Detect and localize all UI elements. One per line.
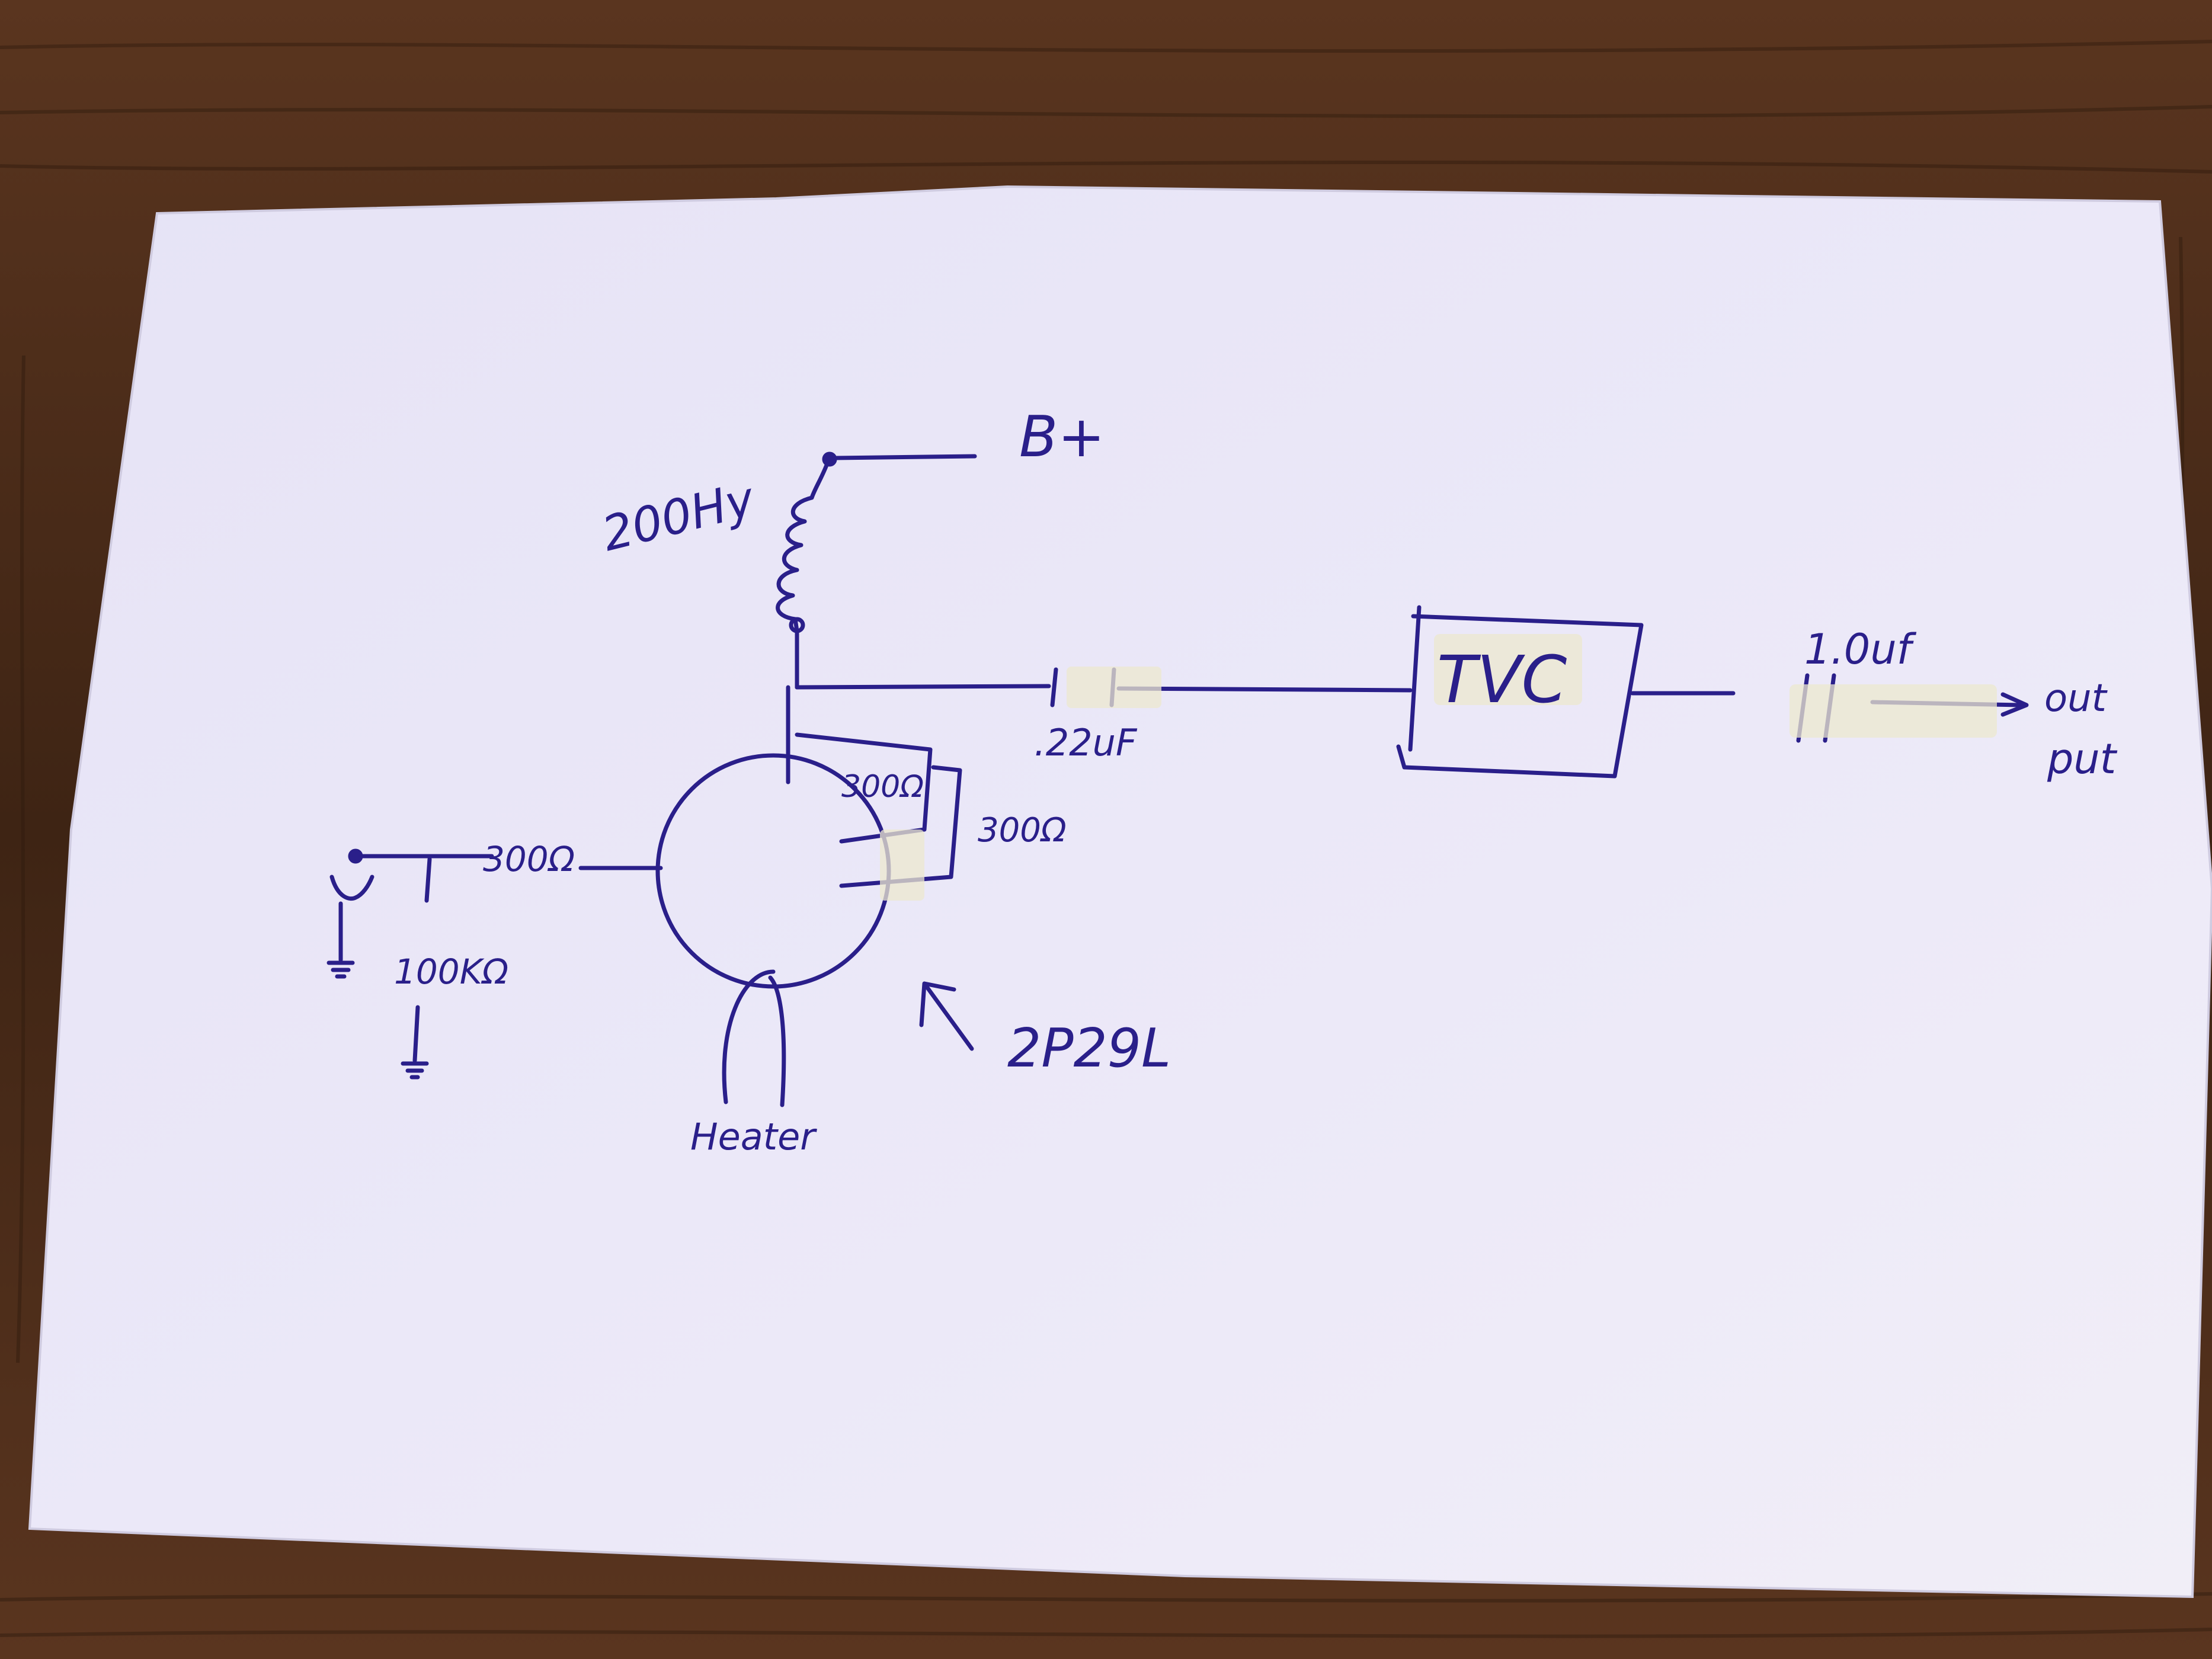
input-jack bbox=[348, 848, 363, 864]
coupling-cap-label: .22uF bbox=[1034, 721, 1138, 764]
choke-coil bbox=[776, 463, 829, 633]
cathode-resistor-inner-label: 300Ω bbox=[841, 769, 924, 805]
output-arrow bbox=[2000, 692, 2029, 717]
heater-label: Heater bbox=[690, 1115, 817, 1158]
tube-pointer-arrow bbox=[919, 981, 974, 1051]
cap-to-tvc-wire bbox=[1116, 686, 1413, 693]
b-plus-label: B+ bbox=[1019, 405, 1105, 470]
grid-leak-ground-lead bbox=[412, 1005, 420, 1063]
grid-leak-lead bbox=[424, 857, 432, 903]
grid-leak-label: 100KΩ bbox=[394, 952, 508, 992]
coupling-cap-plate-1 bbox=[1050, 667, 1058, 707]
plate-wire bbox=[795, 684, 1051, 690]
grid-leak-ground-symbol bbox=[401, 1061, 429, 1080]
tvc-box bbox=[1396, 605, 1644, 779]
heater-lead-right bbox=[768, 975, 786, 1107]
b-plus-wire bbox=[833, 454, 977, 460]
heater-lead-left bbox=[722, 969, 776, 1104]
output-cap-label: 1.0uf bbox=[1804, 625, 1917, 674]
cathode-resistor-outer-label: 300Ω bbox=[978, 811, 1067, 850]
grid-resistor-label: 300Ω bbox=[483, 839, 575, 879]
input-ground-symbol bbox=[326, 960, 355, 979]
paper-sheet bbox=[28, 185, 2212, 1599]
tape-strips bbox=[880, 634, 1997, 901]
b-plus-terminal bbox=[822, 451, 837, 467]
tube-type-label: 2P29L bbox=[1007, 1017, 1171, 1080]
output-label-line2: put bbox=[2047, 735, 2118, 783]
tvc-label: TVC bbox=[1437, 642, 1567, 718]
input-jack-body bbox=[329, 875, 374, 901]
output-label-line1: out bbox=[2044, 677, 2108, 720]
